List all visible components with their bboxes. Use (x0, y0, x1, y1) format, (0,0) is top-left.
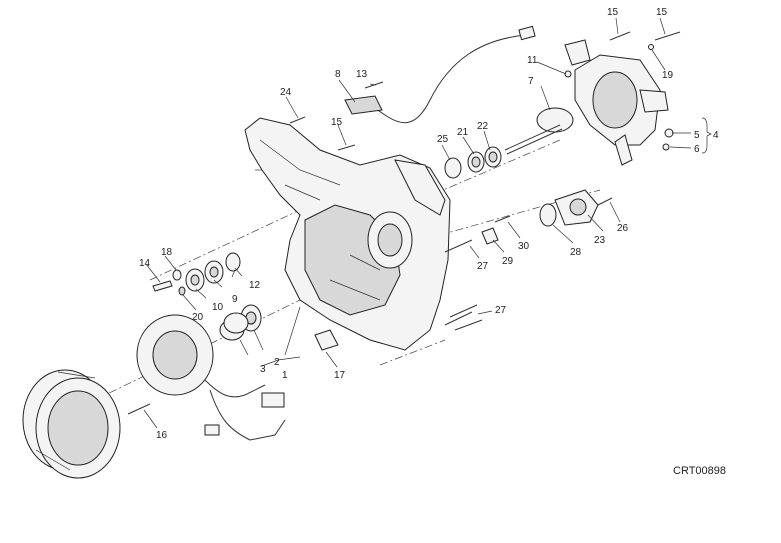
callout-1: 1 (282, 370, 288, 381)
callout-22: 22 (477, 121, 489, 132)
flywheel-rotor (22, 369, 121, 479)
callout-14: 14 (139, 258, 151, 269)
callout-19: 19 (662, 70, 674, 81)
callout-16: 16 (156, 430, 168, 441)
callout-18: 18 (161, 247, 173, 258)
callout-4: 4 (713, 130, 719, 141)
callout-27b: 27 (495, 305, 507, 316)
diagram-code: CRT00898 (673, 465, 726, 477)
callout-labels: 1 2 3 4 5 6 7 8 9 10 11 12 13 14 15 15 1… (139, 7, 719, 441)
callout-3: 3 (260, 364, 266, 375)
callout-12: 12 (249, 280, 261, 291)
leader-lines (143, 17, 712, 429)
callout-11: 11 (527, 55, 538, 66)
clamp-and-plug (314, 227, 499, 351)
callout-20: 20 (192, 312, 204, 323)
callout-25: 25 (437, 134, 449, 145)
callout-15b: 15 (656, 7, 668, 18)
generator-cover (244, 117, 451, 351)
callout-23: 23 (594, 235, 606, 246)
flange-oring (539, 189, 599, 227)
callout-10: 10 (212, 302, 224, 313)
bearings-left (152, 252, 241, 296)
callout-15c: 15 (331, 117, 343, 128)
callout-29: 29 (502, 256, 514, 267)
sensor-wire (344, 25, 536, 124)
callout-8: 8 (335, 69, 341, 80)
callout-15a: 15 (607, 7, 619, 18)
callout-28: 28 (570, 247, 582, 258)
callout-5: 5 (694, 130, 700, 141)
callout-2: 2 (274, 357, 280, 368)
callout-13: 13 (356, 69, 368, 80)
callout-26: 26 (617, 223, 629, 234)
stator (136, 314, 286, 441)
callout-27a: 27 (477, 261, 489, 272)
water-pump-housing (564, 39, 669, 166)
callout-21: 21 (457, 127, 469, 138)
callout-30: 30 (518, 241, 530, 252)
callout-7: 7 (528, 76, 534, 87)
water-pump-impeller (504, 107, 574, 155)
callout-6: 6 (694, 144, 700, 155)
callout-24: 24 (280, 87, 292, 98)
bearings-upper (444, 146, 502, 179)
callout-9: 9 (232, 294, 238, 305)
callout-17: 17 (334, 370, 346, 381)
bearings-lower (219, 304, 262, 341)
